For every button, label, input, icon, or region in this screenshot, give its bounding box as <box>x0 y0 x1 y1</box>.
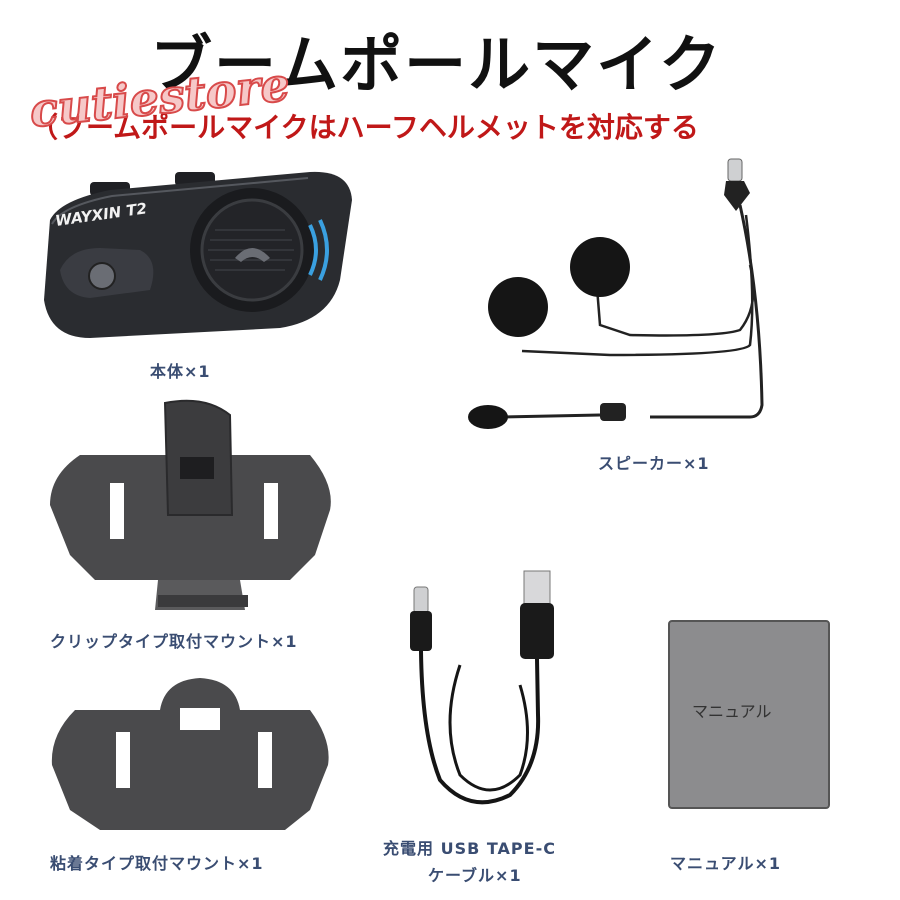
clip-mount-image <box>50 399 331 610</box>
adhesive-mount-image <box>51 678 329 830</box>
device-brand-badge: WAYXIN T2 <box>54 199 148 230</box>
manual-label: マニュアル×1 <box>670 854 782 873</box>
speaker-label: スピーカー×1 <box>598 454 710 473</box>
speaker-set-image <box>468 158 764 429</box>
page-subtitle: （ブームポールマイクはハーフヘルメットを対応する <box>30 111 699 144</box>
manual-image: マニュアル <box>668 620 830 809</box>
usb-cable-label-line2: ケーブル×1 <box>428 866 522 885</box>
clip-mount-label: クリップタイプ取付マウント×1 <box>50 632 298 651</box>
adhesive-mount-label: 粘着タイプ取付マウント×1 <box>50 854 264 873</box>
usb-cable-label-line1: 充電用 USB TAPE-C <box>383 839 556 858</box>
device-brand-text: WAYXIN T2 <box>54 199 148 230</box>
intercom-device-image <box>44 171 352 338</box>
manual-cover-text: マニュアル <box>692 702 772 721</box>
page-title: ブームポールマイク <box>150 28 723 101</box>
device-label: 本体×1 <box>150 362 211 381</box>
usb-cable-image <box>410 570 554 805</box>
